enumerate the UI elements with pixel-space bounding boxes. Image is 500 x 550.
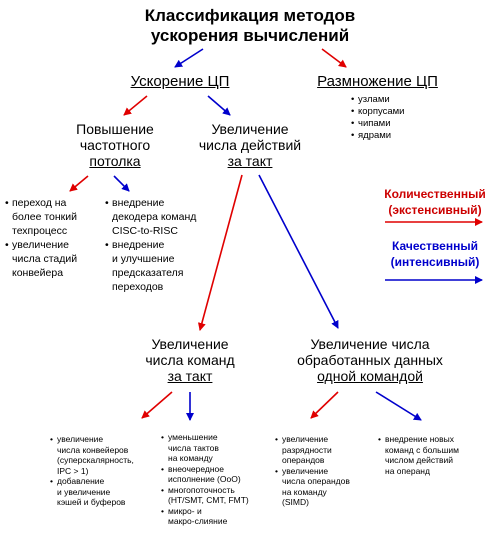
legend-qualitative: Качественный (интенсивный) [370, 238, 500, 270]
list-item: увеличение числа стадий конвейера [5, 238, 77, 280]
list-item: внеочередное исполнение (OoO) [161, 464, 249, 485]
node-cpu-speedup-label: Ускорение ЦП [130, 73, 230, 90]
list-item: многопоточность (HT/SMT, CMT, FMT) [161, 485, 249, 506]
title-line-2: ускорения вычислений [150, 26, 350, 45]
arrow-actions-to-data [258, 174, 339, 329]
node-frequency: Повышение частотного потолка [55, 121, 175, 169]
legend-quantitative-line-1: Количественный [384, 187, 486, 201]
list-item: уменьшение числа тактов на команду [161, 432, 249, 464]
list-item: увеличение числа операндов на команду (S… [275, 466, 350, 508]
node-commands-per-cycle: Увеличение числа команд за такт [120, 336, 260, 384]
arrow-title-to-cpu-speedup [174, 48, 204, 68]
list-item: увеличение числа конвейеров (суперскаляр… [50, 434, 134, 476]
arrow-data-to-intensive [375, 391, 422, 421]
list-data-extensive: увеличение разрядности операндов увеличе… [275, 434, 350, 508]
node-data-line-3: одной командой [317, 368, 423, 384]
list-data-intensive: внедрение новых команд с большим числом … [378, 434, 459, 476]
arrow-actions-to-commands [197, 174, 243, 331]
node-commands-line-3: за такт [167, 368, 213, 384]
node-cpu-speedup: Ускорение ЦП [110, 73, 250, 90]
list-frequency-intensive: внедрение декодера команд CISC-to-RISC в… [105, 196, 196, 294]
node-frequency-line-3: потолка [89, 153, 141, 169]
arrow-frequency-to-intensive [113, 175, 130, 192]
list-item: узлами [351, 94, 405, 106]
legend-quantitative: Количественный (экстенсивный) [370, 186, 500, 218]
node-cpu-replication: Размножение ЦП [300, 73, 455, 90]
arrow-cpu-speedup-to-actions [207, 95, 231, 116]
node-actions-per-cycle: Увеличение числа действий за такт [180, 121, 320, 169]
node-cpu-replication-label: Размножение ЦП [317, 73, 438, 90]
list-item: ядрами [351, 130, 405, 142]
node-actions-line-1: Увеличение [211, 121, 289, 137]
arrow-commands-to-extensive [141, 391, 173, 419]
legend-qualitative-line-2: (интенсивный) [390, 255, 480, 269]
list-item: внедрение и улучшение предсказателя пере… [105, 238, 196, 294]
node-data-line-1: Увеличение числа [310, 336, 430, 352]
list-item: внедрение декодера команд CISC-to-RISC [105, 196, 196, 238]
node-actions-line-2: числа действий [198, 137, 302, 153]
node-frequency-line-1: Повышение [76, 121, 154, 137]
arrow-cpu-speedup-to-frequency [123, 95, 148, 116]
list-commands-intensive: уменьшение числа тактов на команду внеоч… [161, 432, 249, 527]
node-commands-line-2: числа команд [145, 352, 235, 368]
list-item: чипами [351, 118, 405, 130]
list-frequency-extensive: переход на более тонкий техпроцесс увели… [5, 196, 77, 280]
list-item: увеличение разрядности операндов [275, 434, 350, 466]
list-item: корпусами [351, 106, 405, 118]
legend-qualitative-line-1: Качественный [392, 239, 478, 253]
arrow-frequency-to-extensive [69, 175, 89, 192]
arrow-title-to-cpu-replication [321, 48, 347, 68]
list-item: внедрение новых команд с большим числом … [378, 434, 459, 476]
diagram-title: Классификация методов ускорения вычислен… [125, 6, 375, 46]
node-data-line-2: обработанных данных [297, 352, 443, 368]
list-replication: узлами корпусами чипами ядрами [351, 94, 405, 142]
node-actions-line-3: за такт [227, 153, 273, 169]
list-item: микро- и макро-слияние [161, 506, 249, 527]
title-line-1: Классификация методов [144, 6, 356, 25]
list-item: переход на более тонкий техпроцесс [5, 196, 77, 238]
node-data-per-command: Увеличение числа обработанных данных одн… [280, 336, 460, 384]
legend-quantitative-line-2: (экстенсивный) [388, 203, 482, 217]
list-item: добавление и увеличение кэшей и буферов [50, 476, 134, 508]
node-commands-line-1: Увеличение [151, 336, 229, 352]
list-commands-extensive: увеличение числа конвейеров (суперскаляр… [50, 434, 134, 508]
arrow-data-to-extensive [310, 391, 339, 419]
node-frequency-line-2: частотного [79, 137, 151, 153]
